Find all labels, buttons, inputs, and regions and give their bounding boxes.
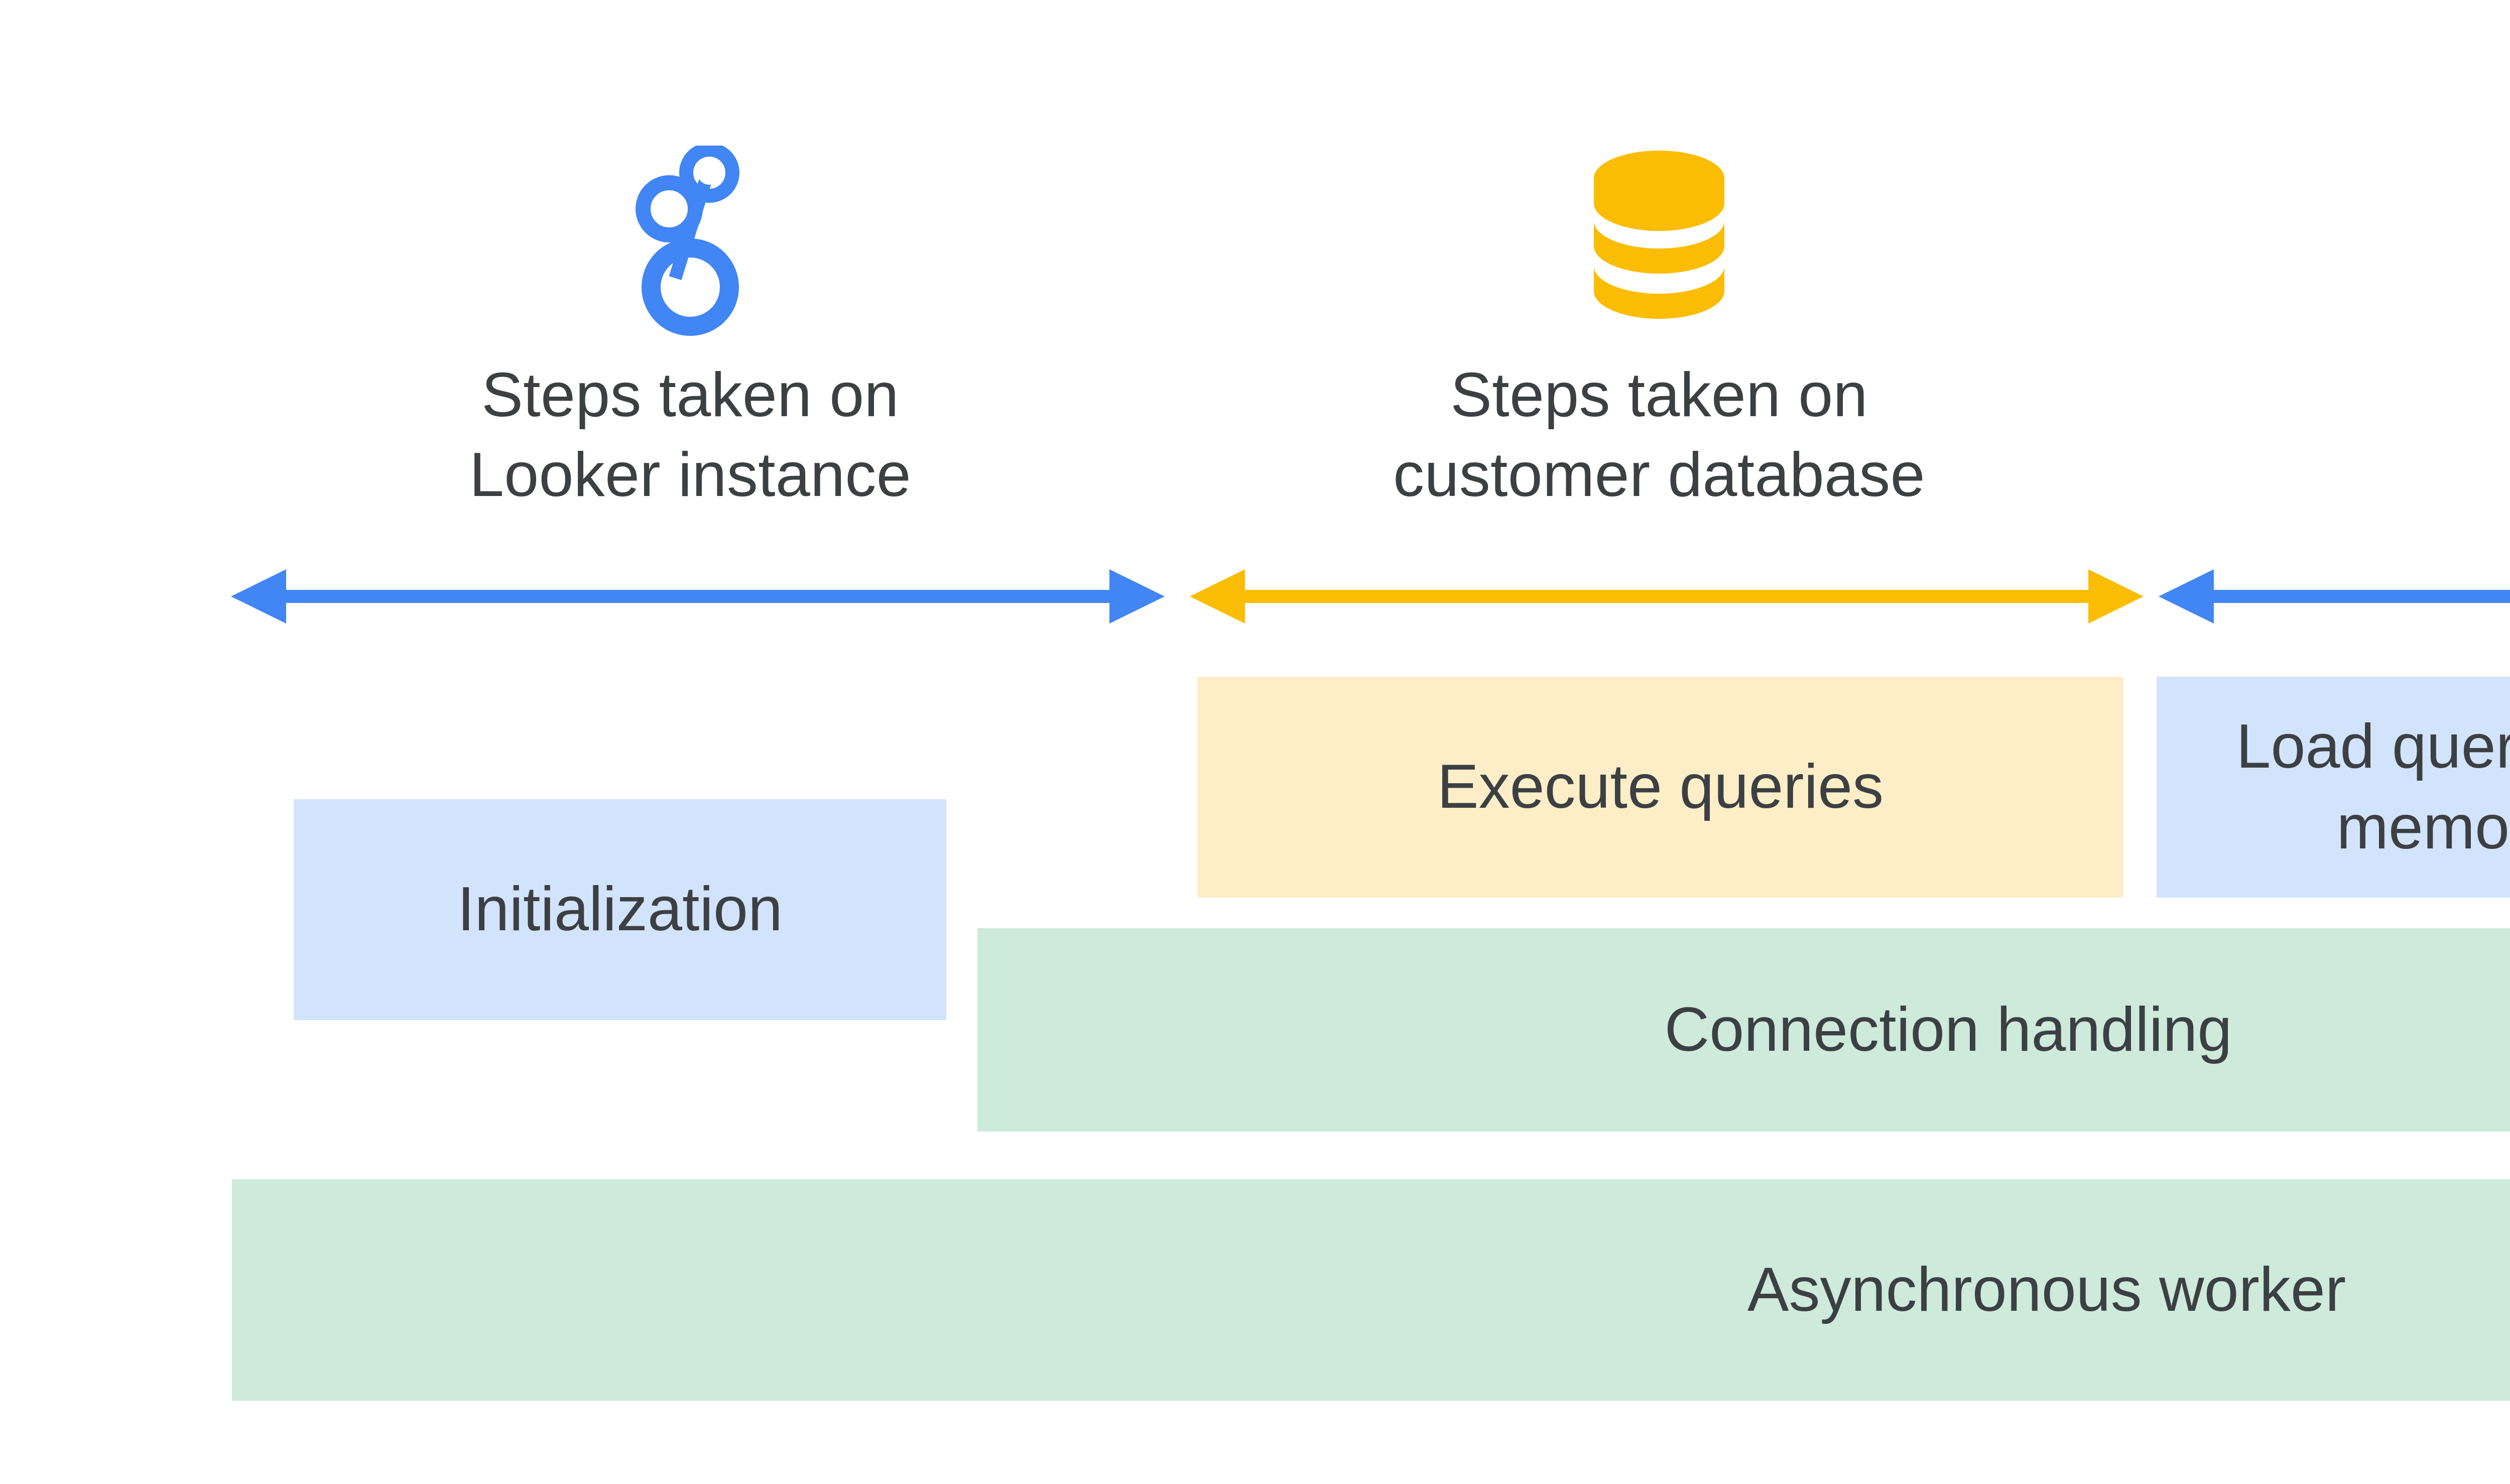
phase-box-execute-queries[interactable]: Execute queries: [1197, 677, 2123, 898]
legend-caption: Steps taken on Looker instance: [469, 360, 911, 510]
phase-label: Asynchronous worker: [1747, 1255, 2346, 1324]
phase-label: Initialization: [457, 875, 783, 944]
database-scope-arrow: [1190, 566, 2144, 627]
looker-logo-icon: [635, 143, 745, 336]
phase-box-connection-handling[interactable]: Connection handling: [977, 928, 2510, 1132]
looker-scope-right-arrow: [2159, 566, 2510, 627]
legend-group-looker-left: Steps taken on Looker instance: [376, 143, 1004, 515]
legend-group-database: Steps taken on customer database: [1345, 146, 1973, 515]
phase-box-initialization[interactable]: Initialization: [294, 799, 946, 1020]
phase-box-load-queries-memory[interactable]: Load queries in memory: [2157, 677, 2510, 898]
phase-box-asynchronous-worker[interactable]: Asynchronous worker: [232, 1179, 2510, 1401]
phase-label: Load queries in memory: [2236, 711, 2510, 862]
phase-label: Execute queries: [1437, 752, 1884, 822]
legend-caption: Steps taken on customer database: [1393, 360, 1925, 510]
database-stack-icon: [1586, 146, 1732, 336]
phase-label: Connection handling: [1664, 995, 2232, 1064]
looker-scope-left-arrow: [231, 566, 1165, 627]
